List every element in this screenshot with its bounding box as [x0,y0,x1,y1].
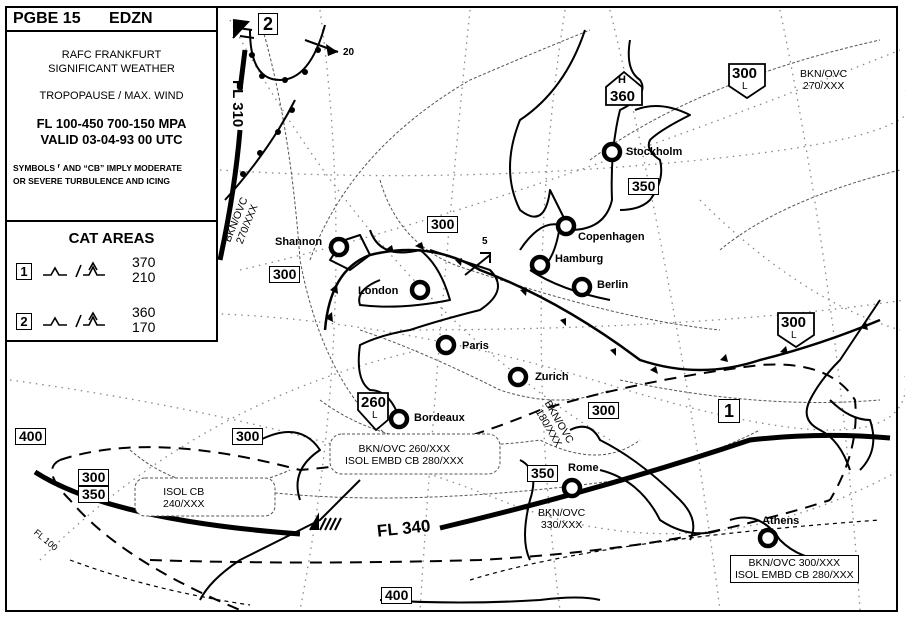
levels: FL 100-450 700-150 MPA [36,116,187,131]
tropopause-box: 300 [78,469,110,486]
turbulence-icon [43,311,105,328]
tropopause-box: 400 [15,428,47,445]
chart-subtitle: TROPOPAUSE / MAX. WIND [39,90,184,102]
tropopause-box: 300 [269,266,301,283]
cat-top: 360 [132,304,156,320]
chart-info: RAFC FRANKFURT SIGNIFICANT WEATHER TROPO… [7,48,216,222]
cat-top: 370 [132,254,156,270]
symbol-note: SYMBOLS ⸢ AND “CB” IMPLY MODERATE OR SEV… [7,162,216,188]
surface-front [323,242,881,374]
wx-cloud: BKN/OVC 300/XXX [748,557,841,569]
tropopause-low-value: 300 [732,65,758,82]
wx-cloud: BKN/OVC 260/XXX [358,443,451,455]
front-speed-north: 20 [343,47,355,58]
graticule [9,9,905,611]
tropopause-box: 300 [427,216,459,233]
city-athens: Athens [762,515,800,527]
city-zurich: Zurich [535,371,569,383]
wx-levels: 270/XXX [802,80,845,92]
jet-fl310-label: FL 310 [229,80,246,128]
biscay-cloud [134,477,276,517]
tropopause-low-letter: L [372,410,378,421]
fl100-line [69,559,251,606]
tropopause-low-value: 300 [781,314,807,331]
product-code: PGBE 15 [13,10,81,27]
note-line-2: OR SEVERE TURBULENCE AND ICING [13,176,170,186]
tropopause-low-value: 260 [361,394,387,411]
city-berlin: Berlin [597,279,629,291]
cat-area-2-label: 2 [258,13,279,35]
validity: VALID 03-04-93 00 UTC [40,132,183,147]
cat-area-number: 2 [16,313,32,330]
city-rome: Rome [568,462,599,474]
tropopause-high-value: 360 [610,88,636,105]
jet-fl310 [217,49,248,261]
cat-area-1-label: 1 [718,399,741,423]
city-paris: Paris [462,340,489,352]
wx-cloud: BKN/OVC [800,68,848,80]
wx-cb: ISOL EMBD CB 280/XXX [735,569,854,581]
bordeaux-cloud [329,433,501,475]
tropopause-box: 350 [78,486,110,503]
cat-areas-title: CAT AREAS [68,230,155,247]
city-hamburg: Hamburg [555,253,604,265]
wx-levels: 240/XXX [163,498,205,510]
tropopause-box: 300 [232,428,264,445]
cat-base: 170 [132,319,156,335]
legend-header: PGBE 15 EDZN [7,8,216,32]
tropopause-box: 350 [527,465,559,482]
note-line-1: SYMBOLS ⸢ AND “CB” IMPLY MODERATE [13,163,183,173]
city-bordeaux: Bordeaux [414,412,465,424]
city-london: London [358,285,399,297]
wx-cb: ISOL CB [163,486,205,498]
tropopause-high-letter: H [618,74,626,86]
tropopause-low-letter: L [791,330,797,341]
tropopause-box: 300 [588,402,620,419]
city-markers [328,141,779,549]
wx-cloud: BKN/OVC [538,507,586,519]
legend-panel: PGBE 15 EDZN RAFC FRANKFURT SIGNIFICANT … [5,6,218,342]
station-code: EDZN [109,10,153,27]
wx-cb: ISOL EMBD CB 280/XXX [345,455,464,467]
issuer: RAFC FRANKFURT [61,49,162,61]
jet-wind-barbs [232,19,342,531]
cat-area-number: 1 [16,263,32,280]
cat-base: 210 [132,269,156,285]
front-speed-central: 5 [482,236,488,247]
tropopause-box: 400 [381,587,413,604]
wx-levels: 330/XXX [540,519,583,531]
city-copenhagen: Copenhagen [578,231,645,243]
tropopause-markers [357,63,815,432]
cat-area-boundaries [51,363,857,611]
tropopause-box: 350 [628,178,660,195]
chart-title: SIGNIFICANT WEATHER [48,63,175,75]
turbulence-icon [43,261,105,278]
tropopause-low-letter: L [742,81,748,92]
city-shannon: Shannon [275,236,323,248]
city-stockholm: Stockholm [626,146,683,158]
